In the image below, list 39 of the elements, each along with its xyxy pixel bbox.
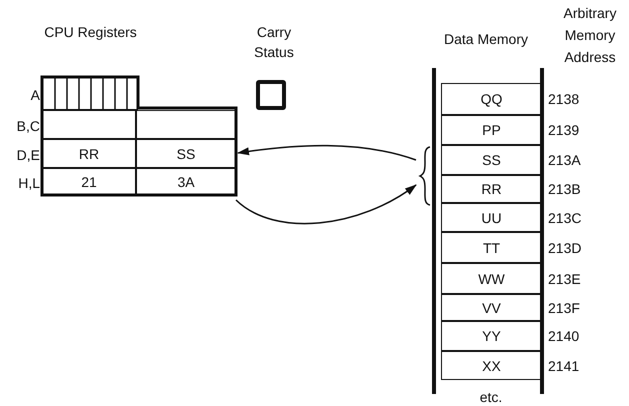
memory-address: 213A xyxy=(548,151,581,169)
memory-cell: WW xyxy=(441,263,542,294)
register-cell: SS xyxy=(136,139,236,168)
register-cell: 3A xyxy=(136,168,236,195)
register-box xyxy=(42,110,136,139)
memory-address: 213D xyxy=(548,238,582,256)
memory-cell: RR xyxy=(441,175,542,203)
memory-cell: VV xyxy=(441,294,542,321)
register-name: H,L xyxy=(17,174,40,193)
curved-arrow xyxy=(236,184,417,224)
memory-address: 2141 xyxy=(548,356,580,374)
memory-cell: QQ xyxy=(441,83,542,115)
memory-cell: UU xyxy=(441,203,542,232)
register-cell: RR xyxy=(42,139,136,168)
memory-heading: Data Memory xyxy=(442,30,530,49)
memory-cell: PP xyxy=(441,115,542,145)
memory-cell: TT xyxy=(441,232,542,263)
memory-address: 2138 xyxy=(548,90,580,108)
memory-address: 2140 xyxy=(548,327,580,345)
register-heading: CPU Registers xyxy=(43,23,138,42)
memory-cell: XX xyxy=(441,351,542,380)
memory-address: 213C xyxy=(548,208,582,226)
memory-cell: YY xyxy=(441,321,542,351)
memory-address: 2139 xyxy=(548,121,580,139)
memory-cell: SS xyxy=(441,145,542,175)
register-name: A xyxy=(30,86,40,105)
curved-arrow xyxy=(237,144,416,161)
memory-address: 213F xyxy=(548,298,580,316)
register-name: B,C xyxy=(16,117,40,136)
memory-address: 213B xyxy=(548,180,581,198)
column-heading: Arbitrary Memory Address xyxy=(562,4,618,67)
curly-brace xyxy=(418,145,432,207)
status-heading: Carry Status xyxy=(253,23,295,62)
register-box xyxy=(42,77,138,110)
register-name: D,E xyxy=(16,146,40,165)
memory-address: 213E xyxy=(548,270,581,288)
register-cell: 21 xyxy=(42,168,136,195)
continuation-note: etc. xyxy=(478,388,504,406)
register-box xyxy=(136,110,236,139)
